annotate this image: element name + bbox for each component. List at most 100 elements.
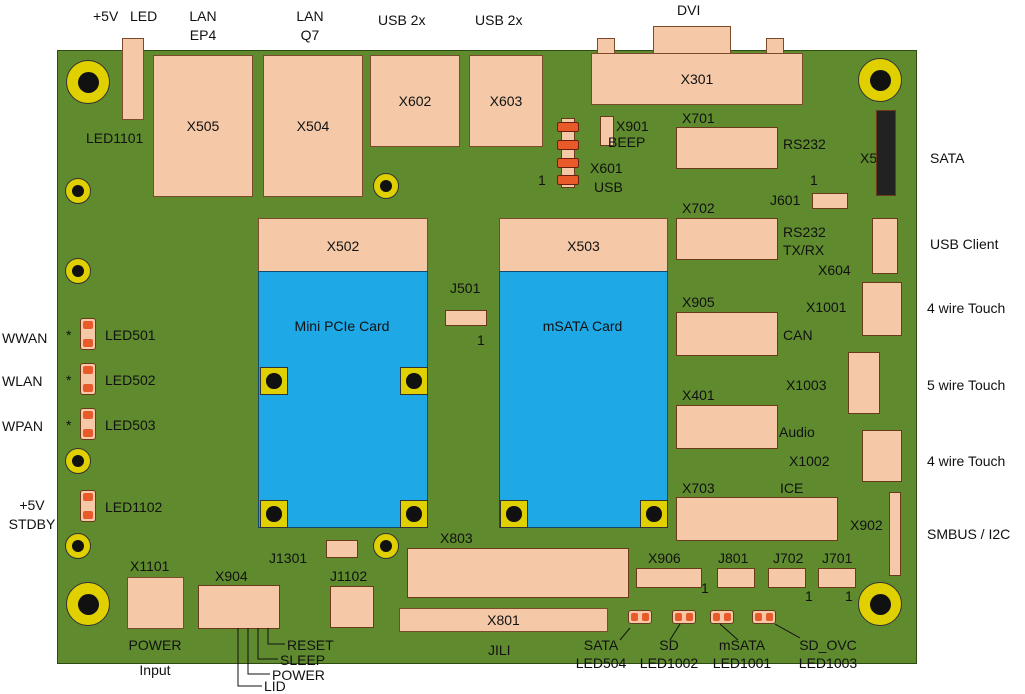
header-j701 (818, 568, 856, 588)
label-4wire-touch-b: 4 wire Touch (927, 453, 1006, 469)
label-ice: ICE (780, 480, 804, 496)
label-x703: X703 (682, 480, 715, 496)
label-led501: LED501 (105, 327, 156, 343)
led1002 (672, 610, 696, 624)
label-wlan: WLAN (2, 373, 43, 389)
mount-hole-top-right (858, 58, 902, 102)
x801-label: X801 (487, 612, 520, 628)
connector-x505: X505 (153, 55, 253, 197)
x502-label: X502 (326, 237, 360, 254)
header-x803 (407, 548, 629, 598)
header-x401 (676, 405, 778, 449)
led1101-body (122, 38, 144, 120)
label-sleep: SLEEP (280, 652, 326, 668)
connector-x902 (889, 492, 901, 576)
label-x401: X401 (682, 387, 715, 403)
label-usb2x-a: USB 2x (378, 12, 426, 28)
label-j1301: J1301 (269, 550, 308, 566)
label-star-3: * (66, 417, 72, 433)
card-standoff (400, 500, 428, 528)
label-can: CAN (783, 327, 813, 343)
x603-label: X603 (489, 93, 523, 109)
connector-x602: X602 (370, 55, 460, 147)
mount-hole (65, 448, 91, 474)
led1003 (752, 610, 776, 624)
mount-hole-bottom-left (66, 582, 110, 626)
connector-x604 (872, 218, 898, 274)
label-x1001: X1001 (806, 299, 847, 315)
header-x601 (561, 118, 575, 188)
connector-x801: X801 (399, 608, 608, 632)
label-jili: JILI (488, 642, 511, 658)
label-one-b: 1 (810, 172, 818, 188)
header-j1102 (330, 586, 374, 628)
label-mini-pcie-card: Mini PCIe Card (294, 318, 390, 334)
label-usb-client: USB Client (930, 236, 999, 252)
label-led1002: LED1002 (639, 655, 699, 671)
label-j501: J501 (450, 280, 481, 296)
header-j601 (812, 193, 848, 209)
label-5wire-touch: 5 wire Touch (927, 377, 1006, 393)
label-5v: +5V (93, 8, 119, 24)
label-x803: X803 (440, 530, 473, 546)
label-star-1: * (66, 327, 72, 343)
label-lan-ep4-1: LAN (189, 8, 217, 24)
mount-hole (65, 258, 91, 284)
label-5v-stdby-2: STDBY (8, 516, 56, 532)
label-star-2: * (66, 372, 72, 388)
label-msata: mSATA (718, 637, 766, 653)
label-j701: J701 (822, 550, 853, 566)
header-x906 (636, 568, 702, 588)
header-x703 (676, 497, 838, 541)
mount-hole (373, 533, 399, 559)
connector-x504: X504 (263, 55, 363, 197)
connector-x502: X502 (258, 218, 428, 273)
header-pin (557, 140, 579, 150)
label-sd-ovc: SD_OVC (799, 637, 857, 653)
led503 (80, 408, 96, 440)
connector-x503: X503 (499, 218, 668, 273)
header-x905 (676, 312, 778, 356)
label-led1001: LED1001 (712, 655, 772, 671)
label-x1002: X1002 (789, 453, 830, 469)
label-x701: X701 (682, 110, 715, 126)
connector-x301: X301 (591, 53, 803, 105)
header-x701 (676, 127, 778, 169)
label-rs232: RS232 (783, 136, 826, 152)
label-sata-bottom: SATA (583, 637, 619, 653)
led1102 (80, 490, 96, 522)
led502 (80, 363, 96, 395)
label-j1102: J1102 (330, 568, 368, 584)
connector-x1002 (862, 430, 902, 482)
mount-hole-bottom-right (858, 582, 902, 626)
label-power2: POWER (272, 667, 325, 683)
label-lan-ep4-2: EP4 (189, 27, 217, 43)
label-j801: J801 (718, 550, 749, 566)
label-led503: LED503 (105, 417, 156, 433)
card-standoff (260, 367, 288, 395)
label-4wire-touch-a: 4 wire Touch (927, 300, 1006, 316)
label-x601: X601 (590, 160, 623, 176)
label-one: 1 (538, 172, 546, 188)
card-standoff (500, 500, 528, 528)
mini-pcie-card-slot (258, 271, 428, 528)
x503-label: X503 (567, 237, 600, 254)
label-usb2x-b: USB 2x (475, 12, 523, 28)
mount-hole-top-left (66, 60, 110, 104)
label-wwan: WWAN (2, 330, 48, 346)
header-j501 (445, 310, 487, 326)
label-lan-q7-2: Q7 (300, 27, 320, 43)
card-standoff (640, 500, 668, 528)
dvi-shell (653, 26, 731, 58)
x301-label: X301 (680, 71, 714, 87)
msata-card-slot (499, 271, 668, 528)
x505-label: X505 (186, 118, 220, 134)
header-j1301 (326, 540, 358, 558)
label-5v-stdby-1: +5V (19, 497, 45, 513)
label-x702: X702 (682, 200, 715, 216)
label-txrx: TX/RX (783, 242, 825, 258)
label-led1003: LED1003 (798, 655, 858, 671)
connector-x1001 (862, 282, 902, 336)
mount-hole (65, 178, 91, 204)
